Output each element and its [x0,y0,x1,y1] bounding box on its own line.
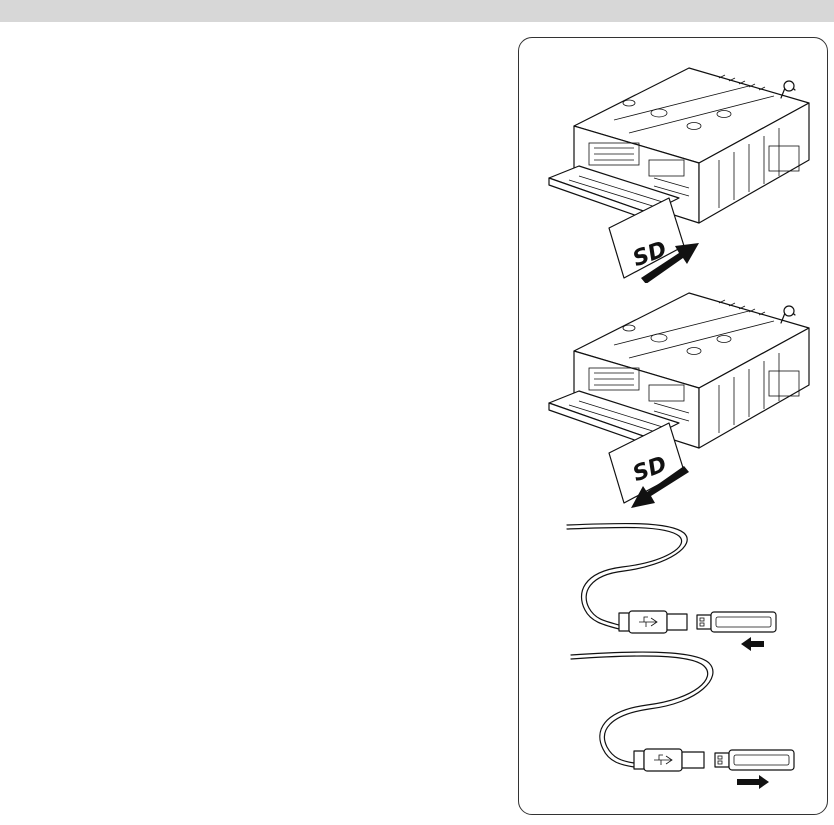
usb-flash-drive [697,612,776,632]
usb-disconnect-figure [519,643,826,793]
right-arrow-icon [737,775,769,789]
illustration-panel: SD [518,37,828,815]
page-header-bar [0,0,834,22]
sd-remove-figure: SD [519,283,826,508]
usb-plug [634,749,704,771]
usb-flash-drive [715,750,794,770]
usb-cable [571,652,713,767]
sd-insert-figure: SD [519,48,826,283]
usb-plug [619,611,687,633]
usb-connect-figure [519,513,826,653]
